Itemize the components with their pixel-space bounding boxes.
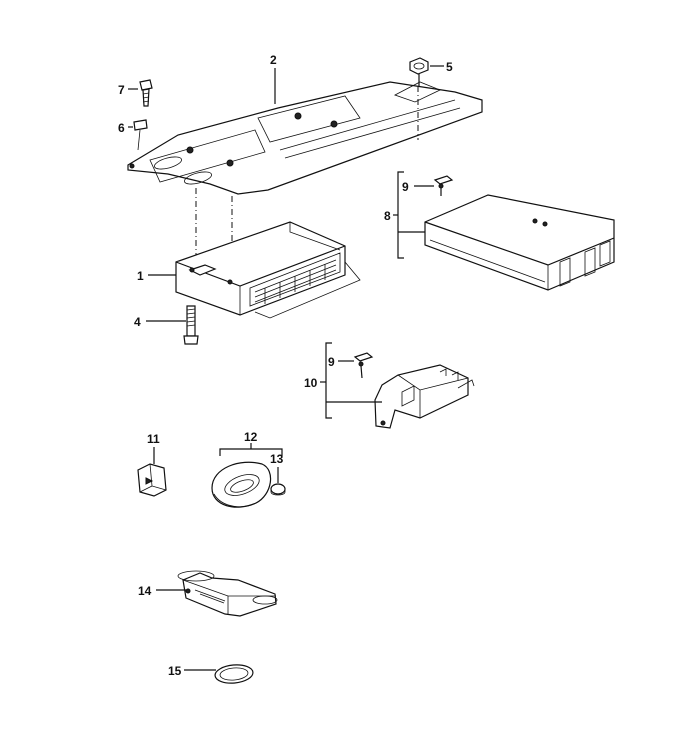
callout-15: 15 — [168, 664, 182, 678]
remote-transmitter-part-12 — [211, 461, 272, 508]
screw-part-4 — [183, 305, 199, 345]
callout-9-lower: 9 — [328, 355, 335, 369]
battery-part-13 — [270, 483, 286, 496]
callout-4: 4 — [134, 315, 141, 329]
callout-12: 12 — [244, 430, 258, 444]
screw-part-9-lower — [353, 352, 374, 379]
relay-unit-part-10 — [374, 364, 475, 429]
callout-5: 5 — [446, 60, 453, 74]
key-part-11 — [137, 463, 167, 497]
callout-8: 8 — [384, 209, 391, 223]
screw-part-9-upper — [433, 175, 454, 196]
control-module-part-8 — [424, 194, 615, 291]
connector-pins — [254, 259, 337, 304]
callout-9-upper: 9 — [402, 180, 409, 194]
control-unit-part-1 — [175, 221, 361, 319]
callout-6: 6 — [118, 121, 125, 135]
callout-7: 7 — [118, 83, 125, 97]
nut-part-5 — [409, 57, 429, 86]
callout-2: 2 — [270, 53, 277, 67]
clip-part-6 — [133, 119, 148, 151]
callout-14: 14 — [138, 584, 152, 598]
antenna-module-part-14 — [177, 570, 278, 617]
bolt-part-7 — [139, 79, 153, 107]
callout-13: 13 — [270, 452, 284, 466]
ring-part-15 — [214, 664, 254, 684]
callout-11: 11 — [147, 432, 160, 446]
callout-1: 1 — [137, 269, 144, 283]
mounting-plate — [127, 81, 483, 195]
callout-10: 10 — [304, 376, 318, 390]
